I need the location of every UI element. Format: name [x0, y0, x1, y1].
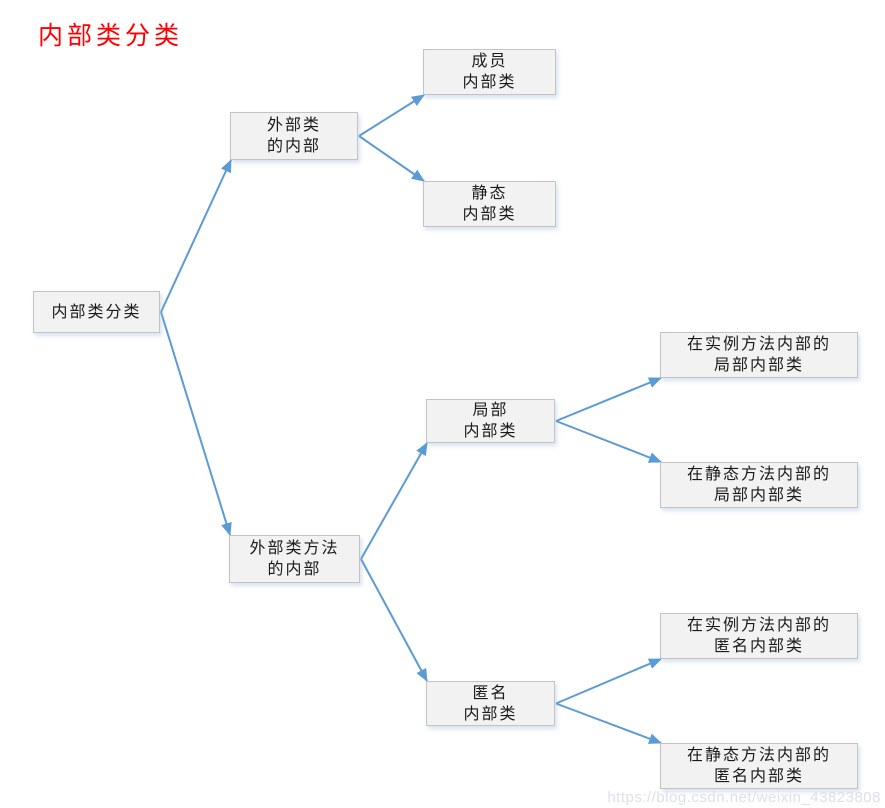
connector-outer-class-to-member-inner [358, 94, 425, 137]
node-label-line: 局部内部类 [713, 487, 804, 504]
node-local-inner: 局部内部类 [426, 399, 555, 443]
node-label-line: 局部内部类 [713, 357, 804, 374]
node-label-line: 在实例方法内部的 [686, 336, 831, 353]
page-title: 内部类分类 [38, 23, 184, 50]
node-label-line: 外部类方法 [249, 540, 340, 557]
connector-outer-class-to-static-inner [358, 135, 425, 182]
node-label-line: 匿名内部类 [713, 638, 804, 655]
connector-outer-method-to-anonymous-inner [360, 558, 428, 682]
connector-outer-method-to-local-inner [360, 442, 428, 560]
node-static-local: 在静态方法内部的局部内部类 [660, 462, 858, 508]
watermark: https://blog.csdn.net/weixin_43823808 [607, 789, 881, 806]
node-label-line: 匿名内部类 [713, 768, 804, 785]
node-label-line: 的内部 [267, 561, 322, 578]
node-label-line: 静态 [471, 185, 508, 202]
node-root: 内部类分类 [33, 291, 160, 333]
connector-anonymous-inner-to-static-anonymous [555, 702, 662, 744]
node-static-inner: 静态内部类 [423, 181, 556, 227]
node-label-line: 局部 [472, 402, 509, 419]
connector-root-to-outer-class [160, 159, 232, 313]
node-label-line: 内部类分类 [51, 303, 142, 321]
node-member-inner: 成员内部类 [423, 49, 556, 95]
node-label-line: 匿名 [472, 684, 509, 702]
connector-local-inner-to-static-local [555, 420, 662, 463]
connector-root-to-outer-method [160, 311, 232, 536]
node-label-line: 内部类 [462, 206, 517, 223]
node-label-line: 在实例方法内部的 [686, 617, 831, 634]
node-static-anonymous: 在静态方法内部的匿名内部类 [660, 743, 858, 789]
node-anonymous-inner: 匿名内部类 [426, 681, 555, 726]
connector-local-inner-to-instance-local [555, 377, 662, 422]
connector-anonymous-inner-to-instance-anonymous [555, 658, 662, 705]
node-label-line: 外部类 [266, 117, 321, 134]
node-label-line: 内部类 [462, 74, 517, 91]
node-label-line: 内部类 [463, 705, 518, 723]
node-label-line: 的内部 [266, 138, 321, 155]
node-label-line: 内部类 [463, 423, 518, 440]
node-label-line: 成员 [471, 53, 508, 70]
node-outer-class: 外部类的内部 [230, 112, 358, 160]
node-label-line: 在静态方法内部的 [686, 747, 831, 764]
node-instance-anonymous: 在实例方法内部的匿名内部类 [660, 613, 858, 659]
node-label-line: 在静态方法内部的 [686, 466, 831, 483]
node-instance-local: 在实例方法内部的局部内部类 [660, 332, 858, 378]
node-outer-method: 外部类方法的内部 [229, 535, 360, 583]
